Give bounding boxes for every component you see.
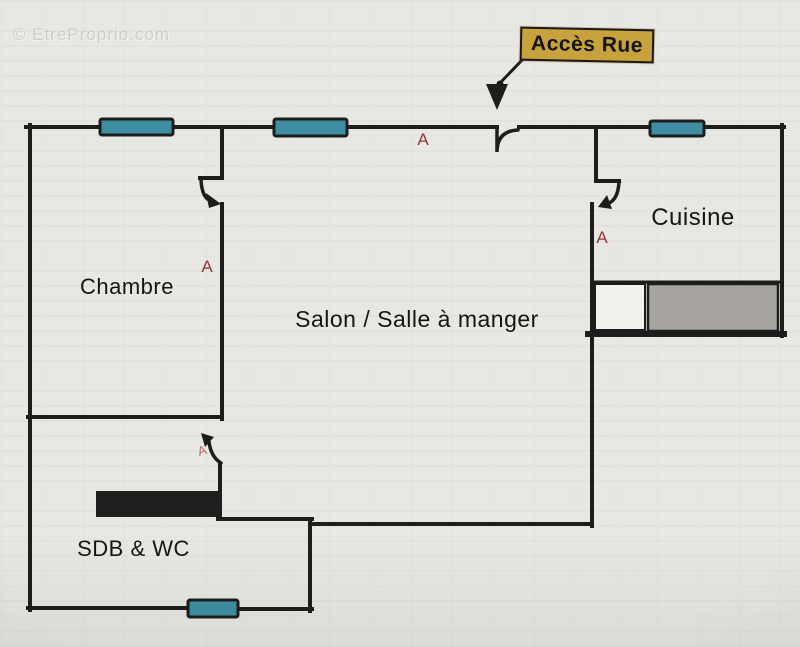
window-symbol-top-left bbox=[98, 117, 175, 137]
chambre-door-arrow-icon bbox=[206, 193, 221, 208]
kitchen-sink-unit bbox=[594, 283, 646, 331]
door-mark-a-entrance: A bbox=[412, 130, 434, 150]
room-label-sdb-wc: SDB & WC bbox=[66, 536, 201, 562]
entrance-arrow-icon bbox=[486, 84, 508, 110]
window-symbol-bottom bbox=[186, 598, 240, 619]
sdb-door-swing bbox=[207, 440, 223, 465]
room-label-salon: Salon / Salle à manger bbox=[262, 306, 572, 333]
window-symbol-top-right bbox=[648, 119, 706, 138]
window-symbol-top-middle bbox=[272, 117, 349, 138]
room-label-chambre: Chambre bbox=[52, 274, 202, 300]
bath-fixture bbox=[96, 491, 222, 517]
cuisine-door-arrow-icon bbox=[598, 195, 612, 209]
door-mark-a-cuisine: A bbox=[591, 228, 613, 248]
wall-bottom bbox=[26, 606, 314, 611]
door-mark-a-chambre: A bbox=[196, 257, 218, 277]
sdb-door-arrow-icon bbox=[201, 433, 214, 447]
kitchen-counter bbox=[646, 282, 780, 333]
room-label-cuisine: Cuisine bbox=[638, 204, 748, 232]
access-leader-line bbox=[498, 56, 526, 85]
entrance-door-swing bbox=[495, 126, 520, 153]
cuisine-door-swing bbox=[607, 180, 621, 205]
watermark: © EtreProprio.com bbox=[13, 25, 170, 45]
